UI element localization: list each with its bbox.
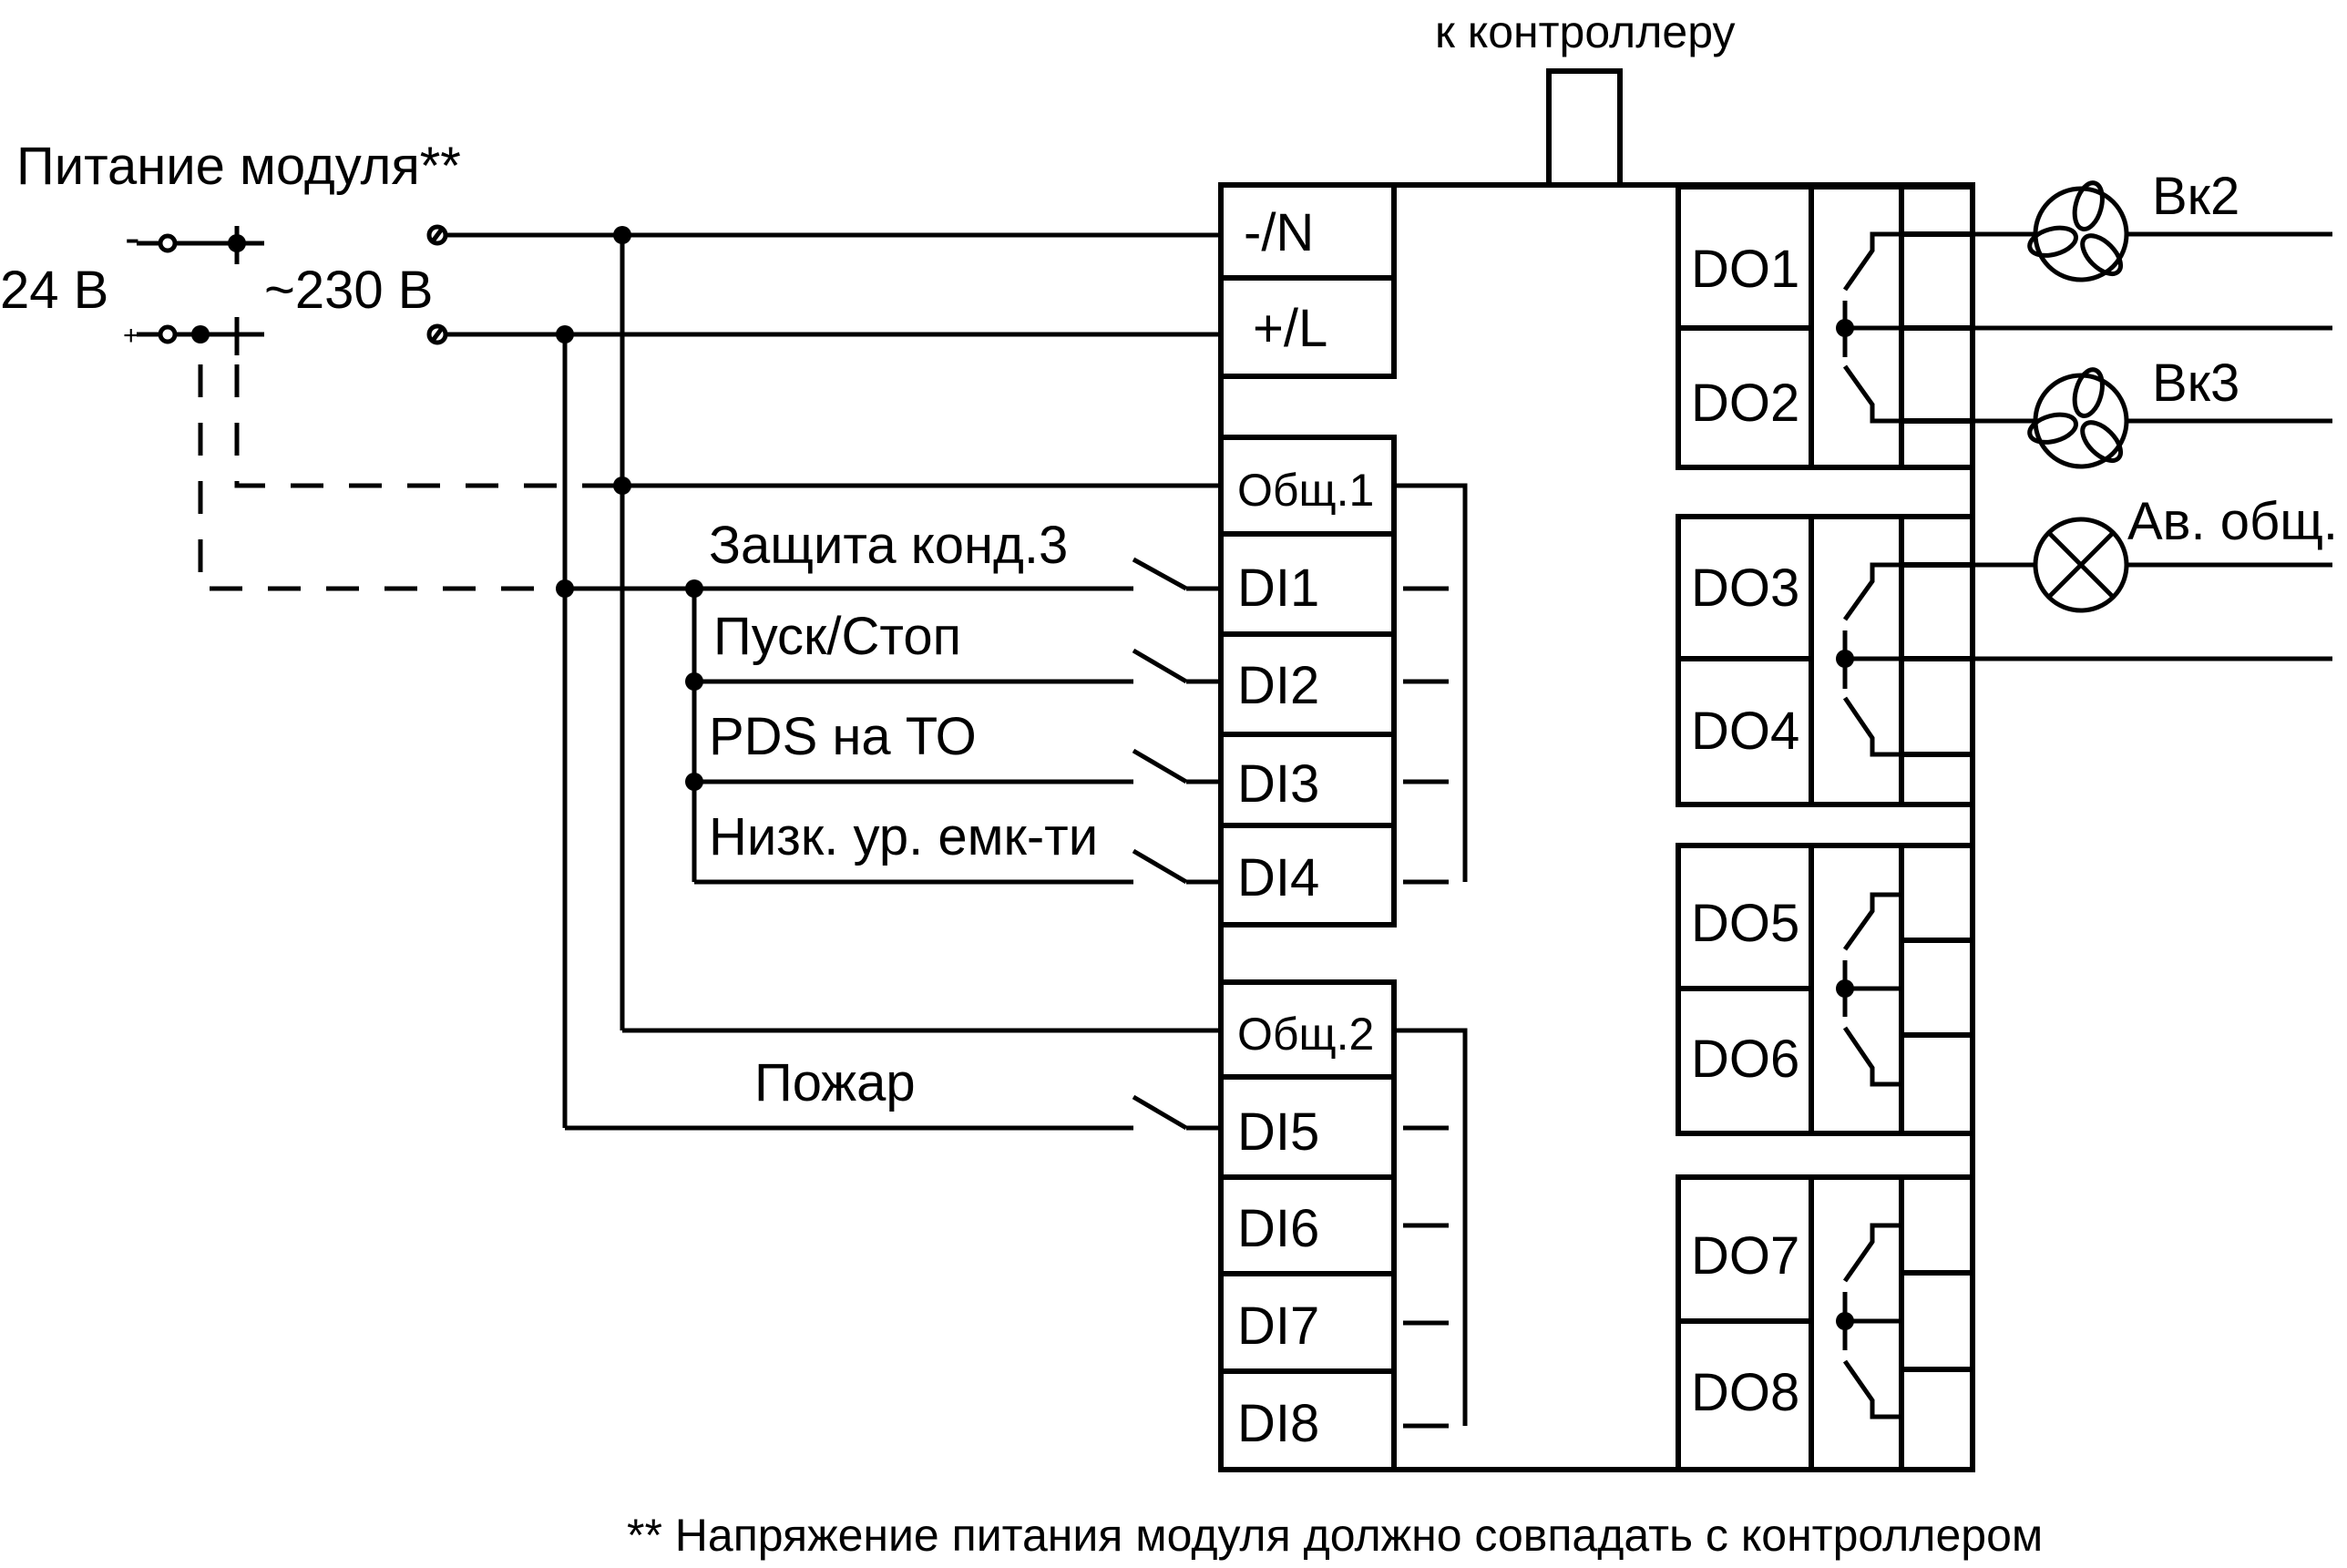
voltage-230v-label: ~230 В (264, 261, 433, 320)
footnote: ** Напряжение питания модуля должно совп… (627, 1510, 2043, 1561)
power-terminal-block: -/N +/L (1218, 182, 1397, 379)
power-supply-24v (137, 226, 264, 355)
terminal-label: -/N (1244, 203, 1314, 262)
do-block-2: DO3 DO4 (1676, 514, 1975, 807)
terminal-label: +/L (1253, 299, 1327, 358)
do-label: DO3 (1691, 559, 1799, 618)
do-label: DO4 (1691, 702, 1799, 761)
contact-di1 (1132, 557, 1221, 591)
do-label: DO8 (1691, 1363, 1799, 1422)
do-label: DO1 (1691, 240, 1799, 299)
plus-sign: + (123, 321, 139, 351)
di-group-1: Общ.1 DI1 DI2 DI3 DI4 (1218, 435, 1468, 927)
di-label: DI3 (1237, 754, 1319, 814)
fan-icon (2027, 367, 2129, 469)
power-supply-230v (426, 224, 1221, 345)
minus-sign: - (125, 212, 140, 263)
dashed-feed-minus (234, 364, 622, 488)
contact-di3 (1132, 748, 1221, 784)
do-block-1: DO1 DO2 (1676, 184, 1975, 470)
load-label: Вк2 (2152, 167, 2239, 226)
di-label: DI5 (1237, 1102, 1319, 1162)
dashed-feed-plus (198, 364, 565, 591)
voltage-24v-label: 24 В (0, 261, 108, 320)
contact-di2 (1132, 648, 1221, 684)
common-terminal-label: Общ.1 (1237, 465, 1374, 516)
controller-connector (1546, 68, 1623, 188)
do-block-3: DO5 DO6 (1676, 843, 1975, 1136)
signal-label: PDS на ТО (709, 707, 977, 766)
di-label: DI7 (1237, 1296, 1319, 1356)
di-label: DI4 (1237, 848, 1319, 907)
di-label: DI8 (1237, 1394, 1319, 1453)
signal-label: Защита конд.3 (709, 516, 1068, 575)
di-label: DI2 (1237, 656, 1319, 715)
lamp-icon (2033, 517, 2129, 613)
di-label: DI1 (1237, 559, 1319, 618)
do-label: DO2 (1691, 374, 1799, 433)
do-label: DO6 (1691, 1030, 1799, 1089)
fan-icon (2027, 180, 2129, 282)
module-power-label: Питание модуля** (16, 137, 461, 196)
common-terminal-label: Общ.2 (1237, 1009, 1374, 1060)
signal-label: Пуск/Стоп (713, 607, 961, 666)
signal-label: Пожар (754, 1053, 916, 1112)
di-group-2: Общ.2 DI5 DI6 DI7 DI8 (1218, 979, 1468, 1472)
signal-label: Низк. ур. емк-ти (709, 807, 1098, 866)
di-label: DI6 (1237, 1199, 1319, 1258)
contact-di5 (1132, 1094, 1221, 1131)
do-label: DO7 (1691, 1226, 1799, 1286)
contact-di4 (1132, 848, 1221, 885)
do-label: DO5 (1691, 894, 1799, 953)
load-label: Ав. общ. (2127, 492, 2338, 551)
to-controller-label: к контроллеру (1435, 6, 1735, 57)
do-block-4: DO7 DO8 (1676, 1174, 1975, 1472)
load-label: Вк3 (2152, 354, 2239, 413)
